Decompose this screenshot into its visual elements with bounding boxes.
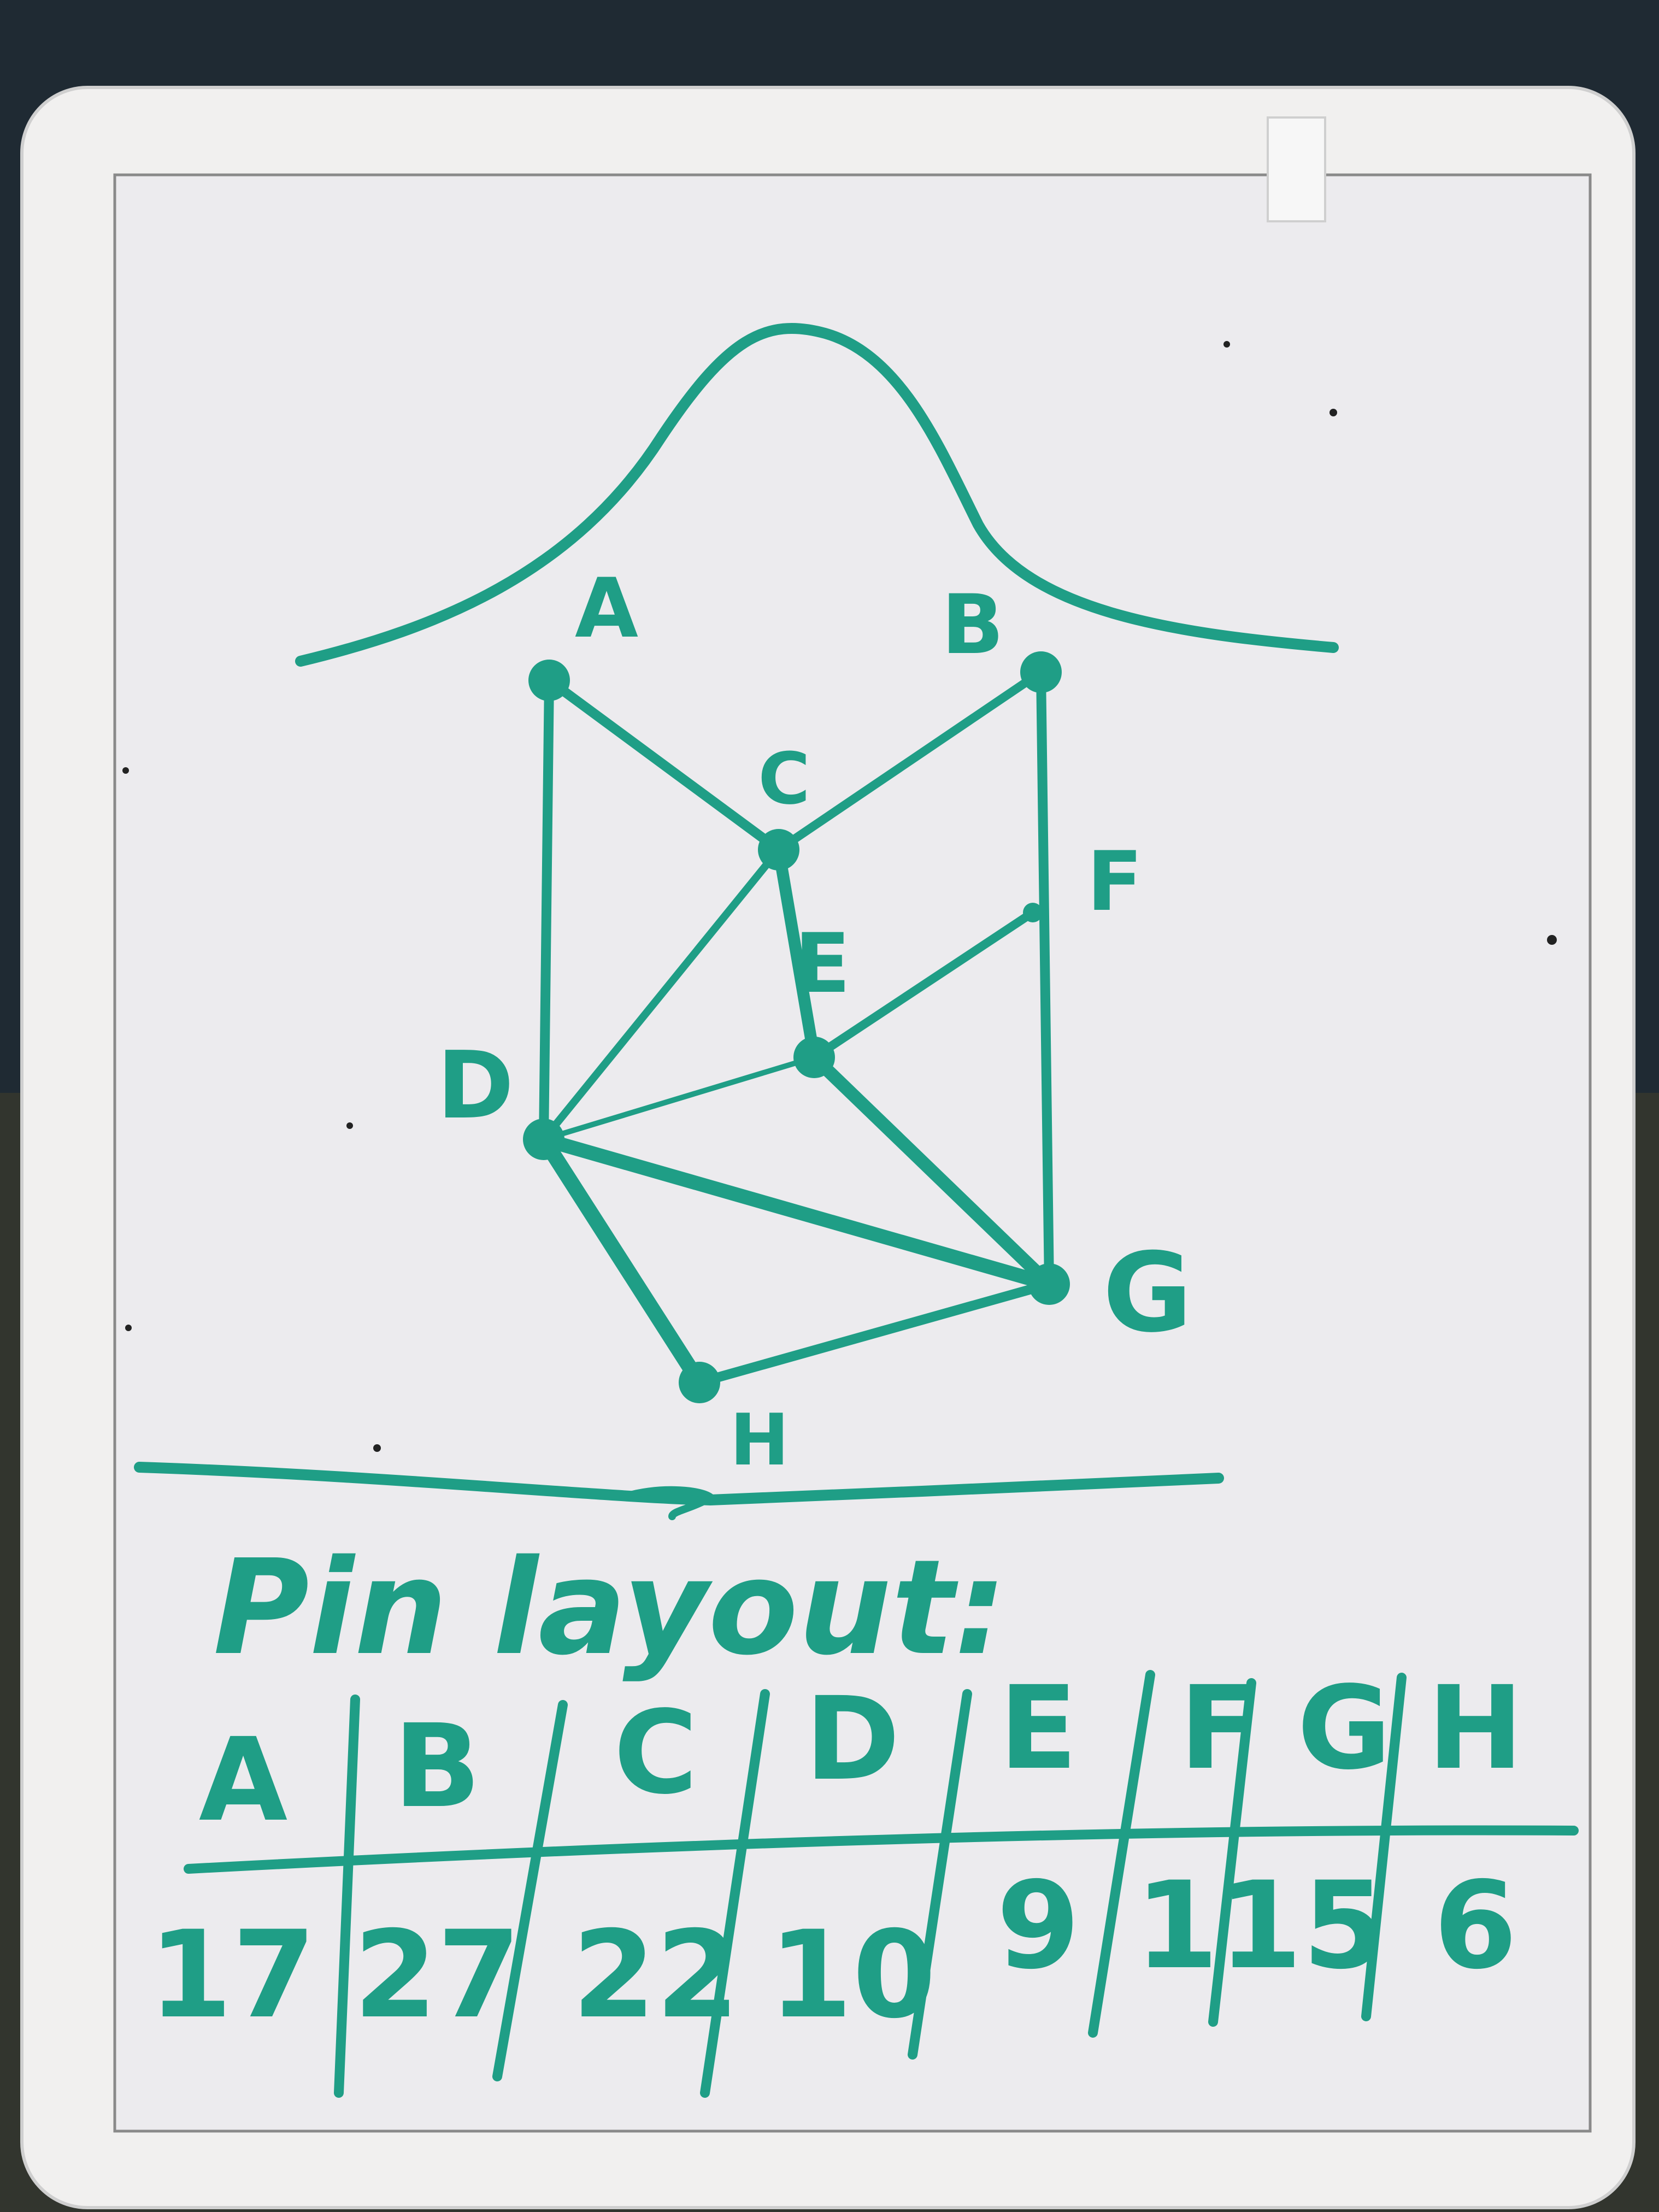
pin-table-divider	[700, 1689, 770, 2098]
node-label-b: B	[942, 578, 1004, 673]
node-g	[1028, 1263, 1070, 1305]
node-label-h: H	[730, 1398, 790, 1481]
graph-edges	[536, 667, 1056, 1390]
node-c	[758, 829, 799, 870]
node-h	[679, 1362, 720, 1403]
pin-header-h: H	[1427, 1661, 1523, 1795]
pin-layout-title: Pin layout:	[213, 1531, 1007, 1684]
node-d	[523, 1119, 564, 1160]
pin-value-f: 11	[1135, 1856, 1302, 1996]
graph-nodes: A B C D E F G H	[437, 561, 1192, 1481]
edge-f-e	[810, 908, 1037, 1062]
node-a	[528, 660, 570, 701]
node-label-d: D	[437, 1032, 514, 1140]
node-label-e: E	[795, 916, 850, 1011]
node-b	[1020, 651, 1062, 693]
edge-b-c	[774, 668, 1045, 854]
pin-header-a: A	[199, 1713, 288, 1847]
pin-header-f: F	[1179, 1661, 1257, 1795]
edge-d-h	[536, 1132, 707, 1390]
whiteboard-surface	[113, 173, 1592, 2133]
pin-header-e: E	[999, 1661, 1077, 1795]
pin-value-g: 5	[1302, 1856, 1386, 1996]
pin-value-b: 27	[354, 1905, 521, 2045]
edge-b-g	[1036, 667, 1054, 1289]
pin-table-divider	[492, 1700, 568, 2081]
pin-table-divider	[1088, 1670, 1155, 2038]
pin-table-divider	[334, 1695, 360, 2098]
frame-clip	[1267, 116, 1326, 222]
pin-table-divider	[1208, 1678, 1256, 2027]
pin-table-header-rule	[184, 1825, 1579, 1874]
node-label-c: C	[758, 737, 810, 820]
pin-table-divider	[1361, 1673, 1407, 2021]
node-label-f: F	[1087, 834, 1143, 929]
edge-c-d	[540, 846, 783, 1143]
edge-d-g	[537, 1132, 1056, 1291]
pin-value-c: 22	[572, 1905, 739, 2045]
pin-value-h: 6	[1433, 1856, 1517, 1996]
pin-header-d: D	[805, 1672, 900, 1806]
pin-header-b: B	[393, 1699, 481, 1833]
node-label-g: G	[1103, 1229, 1192, 1357]
node-f	[1023, 903, 1043, 922]
pin-value-e: 9	[996, 1856, 1080, 1996]
edge-e-d	[541, 1055, 817, 1142]
pin-header-c: C	[614, 1686, 698, 1820]
node-e	[793, 1037, 835, 1078]
board-smudges	[122, 341, 1557, 1452]
divider-squiggle	[619, 1486, 714, 1520]
edge-a-c	[544, 675, 784, 855]
edge-e-g	[808, 1051, 1056, 1291]
bell-curve	[295, 322, 1339, 667]
pin-header-g: G	[1297, 1661, 1391, 1795]
edge-a-d	[539, 675, 554, 1144]
pin-value-d: 10	[769, 1905, 936, 2045]
node-label-a: A	[575, 561, 638, 656]
edge-h-g	[695, 1279, 1054, 1387]
edge-c-e	[773, 844, 820, 1063]
pin-value-a: 17	[149, 1905, 316, 2045]
pin-table-divider	[908, 1689, 972, 2060]
